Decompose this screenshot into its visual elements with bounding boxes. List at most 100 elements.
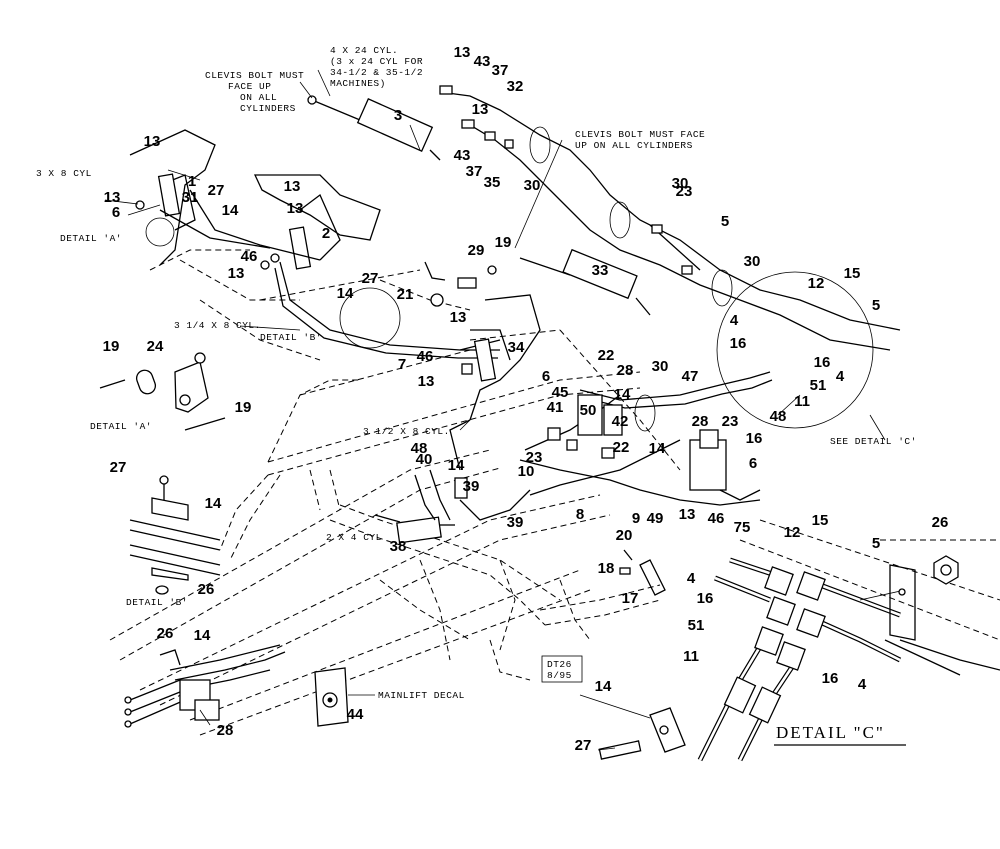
callout-c16a: 16 (730, 335, 747, 352)
callout-c11: 11 (794, 393, 810, 410)
note-detail-a-top: DETAIL 'A' (60, 233, 122, 244)
callout-c17: 17 (622, 590, 639, 607)
callout-c19a: 19 (495, 234, 512, 251)
note-detail-a-bottom: DETAIL 'A' (90, 421, 152, 432)
callout-c42: 42 (612, 413, 629, 430)
callout-c33: 33 (592, 262, 609, 279)
callout-c9: 9 (632, 510, 640, 527)
callout-c46c: 46 (708, 510, 725, 527)
callout-c28c: 28 (217, 722, 234, 739)
callout-c13j: 13 (679, 506, 696, 523)
callout-c16e: 16 (822, 670, 839, 687)
callout-c13h: 13 (450, 309, 467, 326)
callout-c7: 7 (398, 356, 406, 373)
callout-c13f: 13 (287, 200, 304, 217)
detail-circles (145, 217, 874, 429)
callout-c30b: 30 (672, 175, 689, 192)
implement-frame (109, 249, 1000, 736)
note-cyl-3-14x8: 3 1/4 X 8 CYL. (174, 320, 261, 331)
callout-c39b: 39 (507, 514, 524, 531)
callout-c27a: 27 (208, 182, 225, 199)
drawing-stamp: DT26 8/95 (541, 655, 583, 683)
callout-c43b: 43 (454, 147, 471, 164)
callout-c14e: 14 (448, 457, 465, 474)
callout-c5a: 5 (721, 213, 729, 230)
callout-c18: 18 (598, 560, 615, 577)
text-notes: 4 X 24 CYL. (3 x 24 CYL FOR 34-1/2 & 35-… (36, 45, 917, 746)
callout-c16c: 16 (746, 430, 763, 447)
pin-29 (424, 261, 497, 307)
callout-c15b: 15 (812, 512, 829, 529)
callout-c14f: 14 (205, 495, 222, 512)
callout-c48b: 48 (411, 440, 428, 457)
callout-c12a: 12 (808, 275, 825, 292)
callout-c23a: 23 (676, 183, 693, 200)
callout-c75: 75 (734, 519, 751, 536)
note-cyl-3x8: 3 X 8 CYL (36, 168, 92, 179)
callout-c12b: 12 (784, 524, 801, 541)
mainlift-decal (314, 667, 375, 727)
callout-c14d: 14 (649, 440, 666, 457)
note-detail-b-top: DETAIL 'B' (260, 332, 322, 343)
callout-c14a: 14 (222, 202, 239, 219)
callout-c1: 1 (188, 173, 196, 190)
callout-c11b: 11 (683, 648, 699, 665)
callout-c22b: 22 (613, 439, 630, 456)
callout-c48a: 48 (770, 408, 787, 425)
callout-c50: 50 (580, 402, 597, 419)
callout-c19b: 19 (103, 338, 120, 355)
callout-c37a: 37 (492, 62, 509, 79)
callout-c4c: 4 (687, 570, 696, 587)
callout-c24: 24 (147, 338, 164, 355)
callout-c30a: 30 (524, 177, 541, 194)
callout-c49: 49 (647, 510, 664, 527)
note-clevis-left: CLEVIS BOLT MUST FACE UP ON ALL CYLINDER… (205, 70, 310, 114)
callout-c51b: 51 (688, 617, 705, 634)
callout-c51: 51 (810, 377, 827, 394)
callout-c16b: 16 (814, 354, 831, 371)
callout-c34: 34 (508, 339, 525, 356)
callout-c39a: 39 (463, 478, 480, 495)
bracket-17 (619, 549, 666, 596)
callout-c13d: 13 (284, 178, 301, 195)
note-detail-b-bottom: DETAIL 'B' (126, 597, 188, 608)
center-mount (449, 294, 541, 471)
callout-c30d: 30 (652, 358, 669, 375)
note-see-detail-c: SEE DETAIL 'C' (830, 436, 917, 447)
callout-c15a: 15 (844, 265, 861, 282)
callout-c46a: 46 (241, 248, 258, 265)
note-cyl-3-12x8: 3 1/2 X 8 CYL. (363, 426, 450, 437)
callout-c38: 38 (390, 538, 407, 555)
callout-c26a: 26 (932, 514, 949, 531)
valve-block (547, 394, 761, 501)
callout-c13b: 13 (144, 133, 161, 150)
callout-c13e: 13 (104, 189, 121, 206)
callout-c13a: 13 (454, 44, 471, 61)
callout-c26b: 26 (198, 581, 215, 598)
callout-c43a: 43 (474, 53, 491, 70)
callout-c40: 40 (416, 451, 433, 468)
callout-c14c: 14 (614, 386, 631, 403)
callout-c28b: 28 (692, 413, 709, 430)
cylinder-33 (519, 224, 701, 316)
cylinder-4x24 (307, 95, 441, 161)
leader-lines (104, 69, 886, 751)
callout-c10: 10 (518, 463, 535, 480)
callout-c28a: 28 (617, 362, 634, 379)
callout-c29: 29 (468, 242, 485, 259)
callout-c13i: 13 (418, 373, 435, 390)
callout-c30c: 30 (744, 253, 761, 270)
callout-c27b: 27 (362, 270, 379, 287)
callout-c27c: 27 (110, 459, 127, 476)
hose-32-35 (439, 85, 901, 351)
callout-c4d: 4 (858, 676, 867, 693)
callout-c14g: 14 (194, 627, 211, 644)
callout-c14b: 14 (337, 285, 354, 302)
callout-c46b: 46 (417, 348, 434, 365)
callout-c23b: 23 (722, 413, 739, 430)
callout-c45: 45 (552, 384, 569, 401)
callout-c4b: 4 (836, 368, 845, 385)
callout-c16d: 16 (697, 590, 714, 607)
